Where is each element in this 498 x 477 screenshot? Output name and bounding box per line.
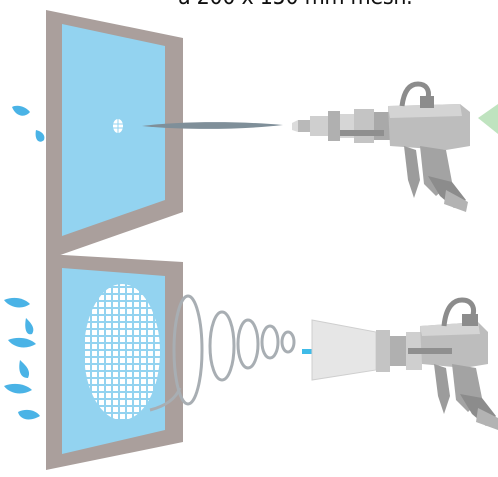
small-hole-mark [113, 119, 123, 133]
bottom-panel [4, 254, 498, 470]
glass-pane [62, 24, 165, 236]
top-panel [12, 10, 498, 260]
air-gun-icon [292, 84, 470, 212]
air-gun-icon [376, 300, 498, 430]
mesh-icon [84, 284, 160, 420]
nozzle-icon [312, 320, 376, 380]
water-drop-icon [4, 298, 40, 420]
arrow-icon [478, 104, 498, 134]
water-drop-icon [12, 106, 44, 142]
caption-text: a 200 x 150 mm mesh. [178, 0, 412, 10]
